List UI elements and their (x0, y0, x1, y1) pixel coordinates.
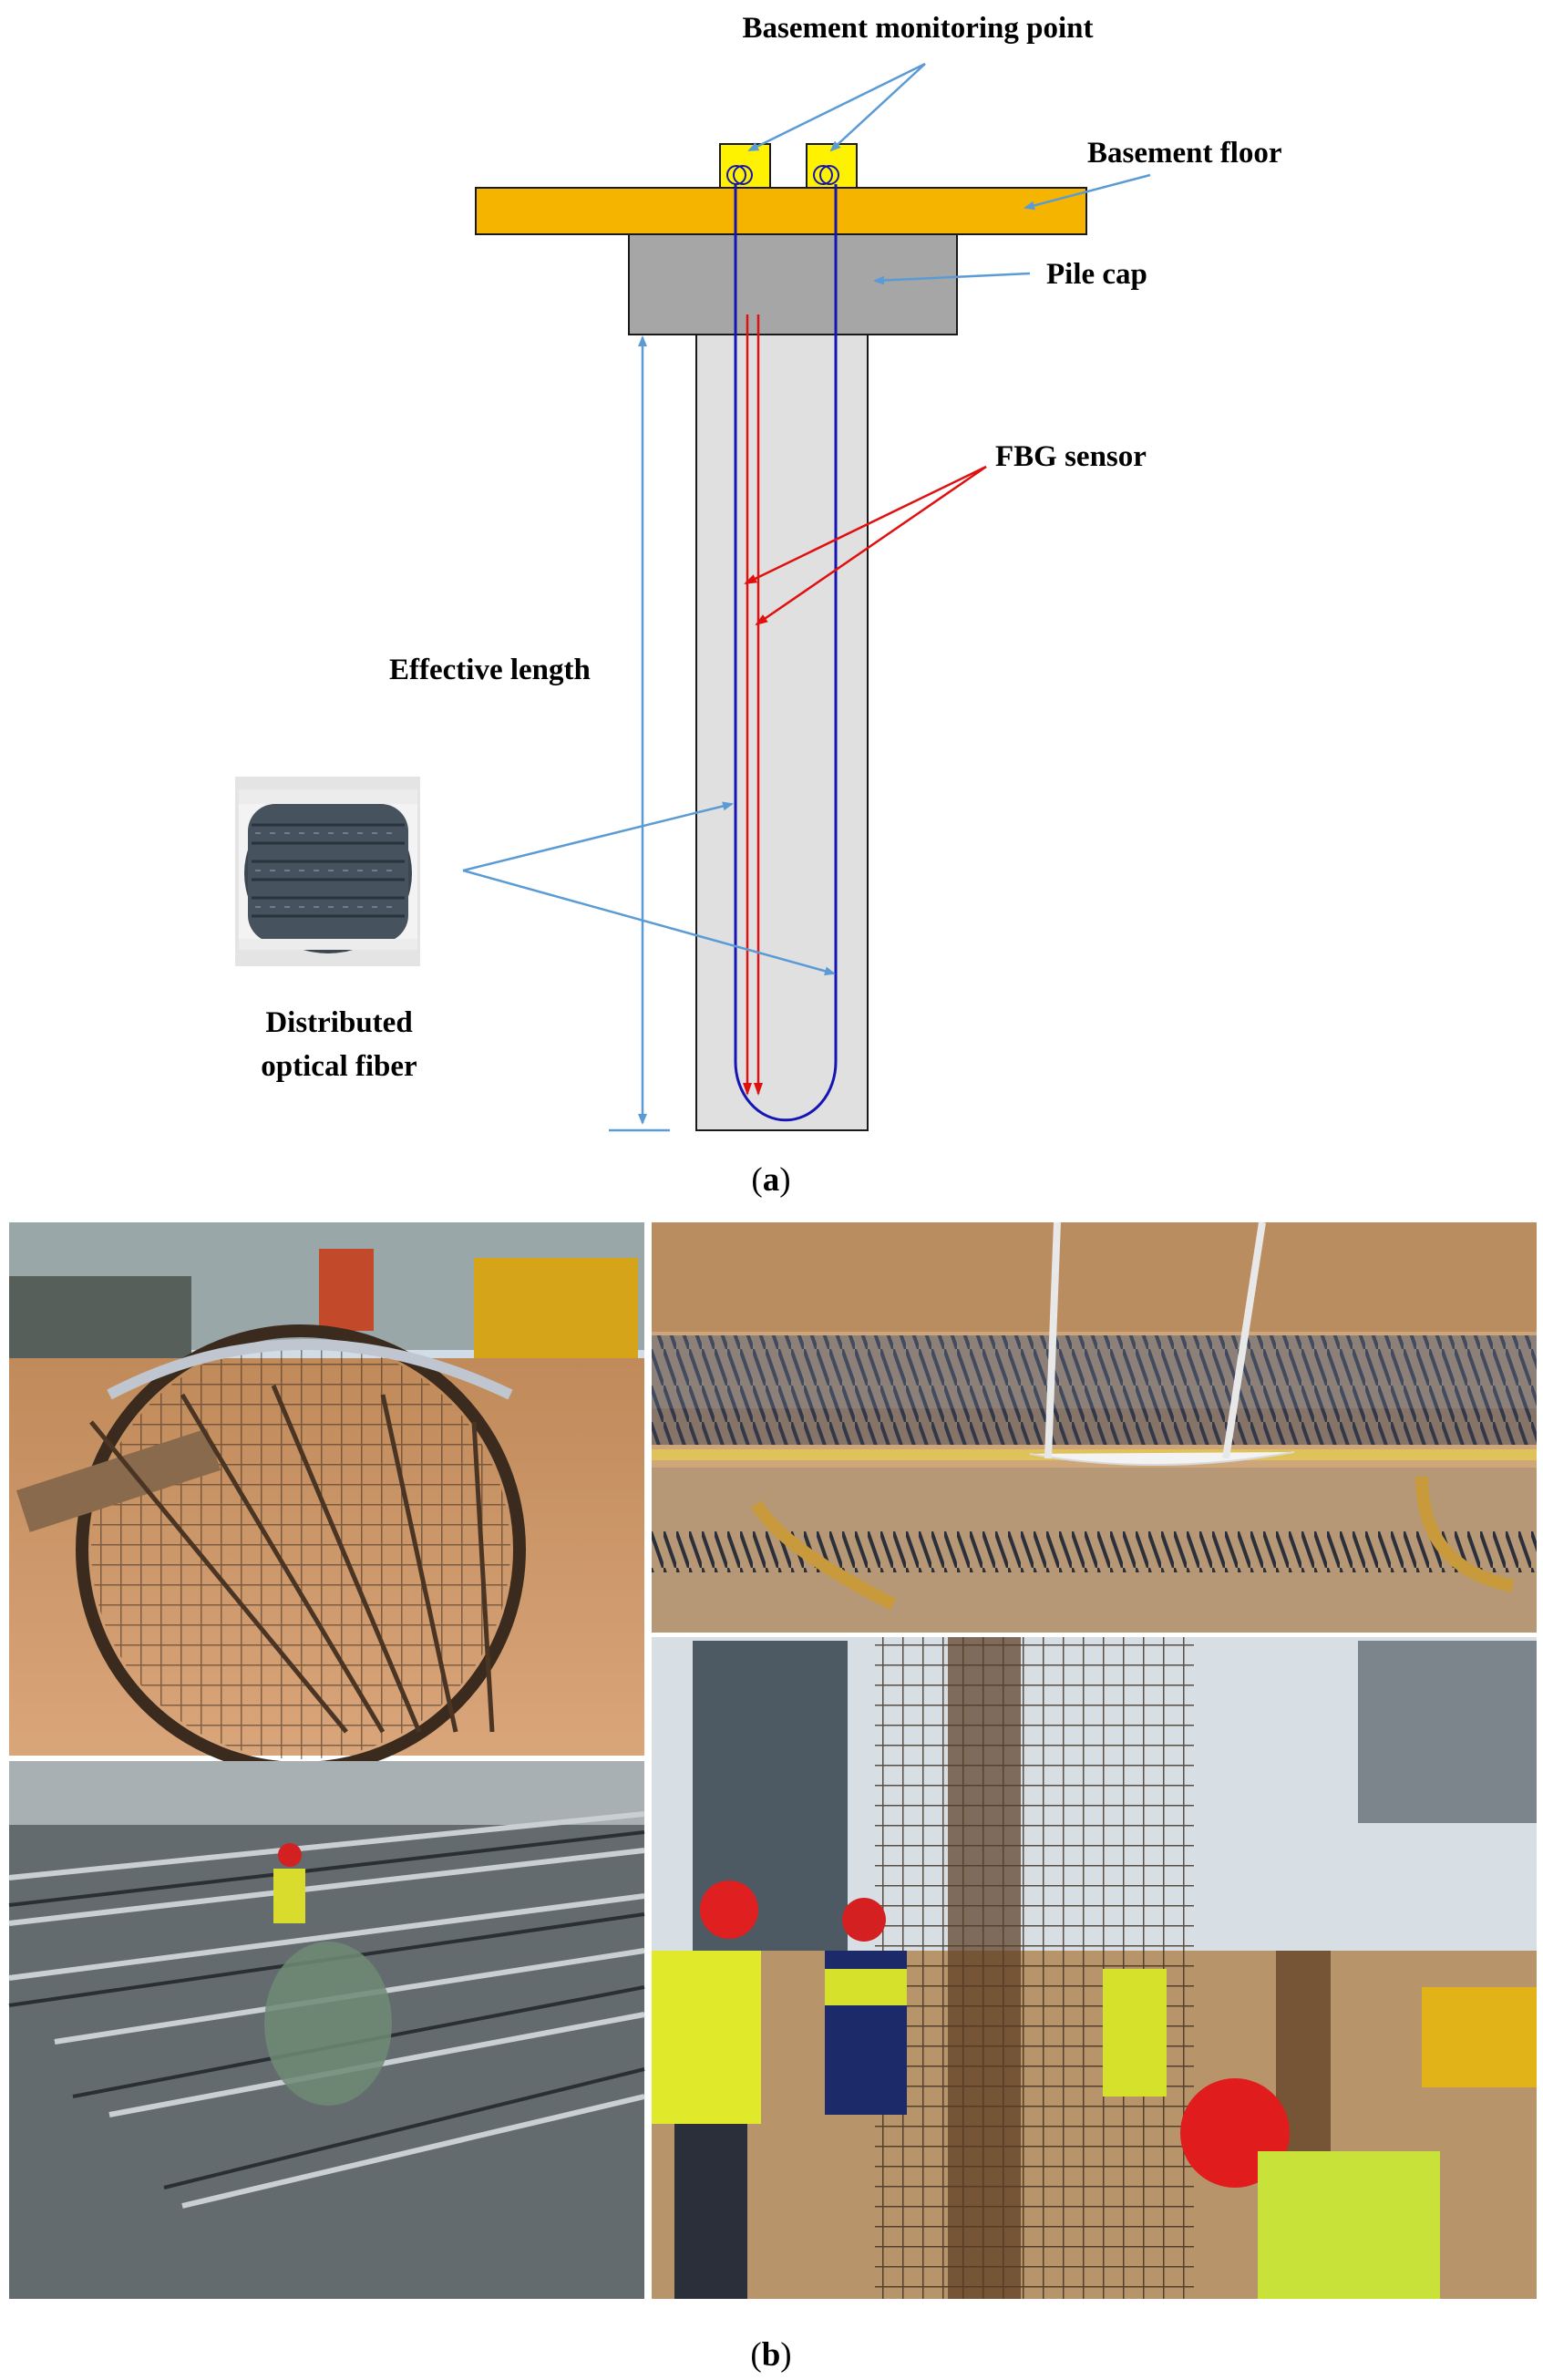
label-fbg-sensor: FBG sensor (995, 440, 1147, 473)
photo-workers-cage (652, 1637, 1537, 2299)
fiber-coil-right (813, 165, 839, 185)
label-effective-length: Effective length (389, 654, 591, 686)
monitoring-arrow-right (829, 63, 926, 152)
label-fiber-line1: Distributed (265, 1006, 412, 1039)
cap-arrow (873, 272, 1031, 285)
label-basement-floor: Basement floor (1087, 137, 1282, 170)
fiber-arrow-1 (462, 801, 734, 872)
photo-rebar-closeup (652, 1221, 1537, 1633)
pile-body (695, 332, 869, 1131)
label-pile-cap: Pile cap (1046, 258, 1147, 291)
pile-diagram: Basement monitoring point Basement floor… (235, 12, 1282, 1199)
monitoring-arrow-left (747, 62, 926, 152)
basement-floor (475, 187, 1087, 235)
caption-b: (b) (750, 2336, 791, 2374)
fiber-arrow-2 (462, 869, 836, 976)
label-monitoring-point: Basement monitoring point (742, 12, 1093, 45)
photo-rebar-cage-ground (9, 1222, 644, 1775)
optical-fiber-loop (734, 184, 838, 1122)
fbg-arrow-1 (744, 465, 987, 585)
caption-a: (a) (751, 1161, 790, 1199)
photo-long-cages (8, 1761, 645, 2299)
pile-cap (628, 232, 958, 335)
label-fiber-line2: optical fiber (261, 1050, 417, 1083)
floor-arrow (1024, 173, 1151, 211)
site-photos: (b) (8, 1221, 1537, 2374)
fbg-arrow-2 (755, 465, 987, 626)
optical-fiber-spool-photo (235, 777, 420, 966)
